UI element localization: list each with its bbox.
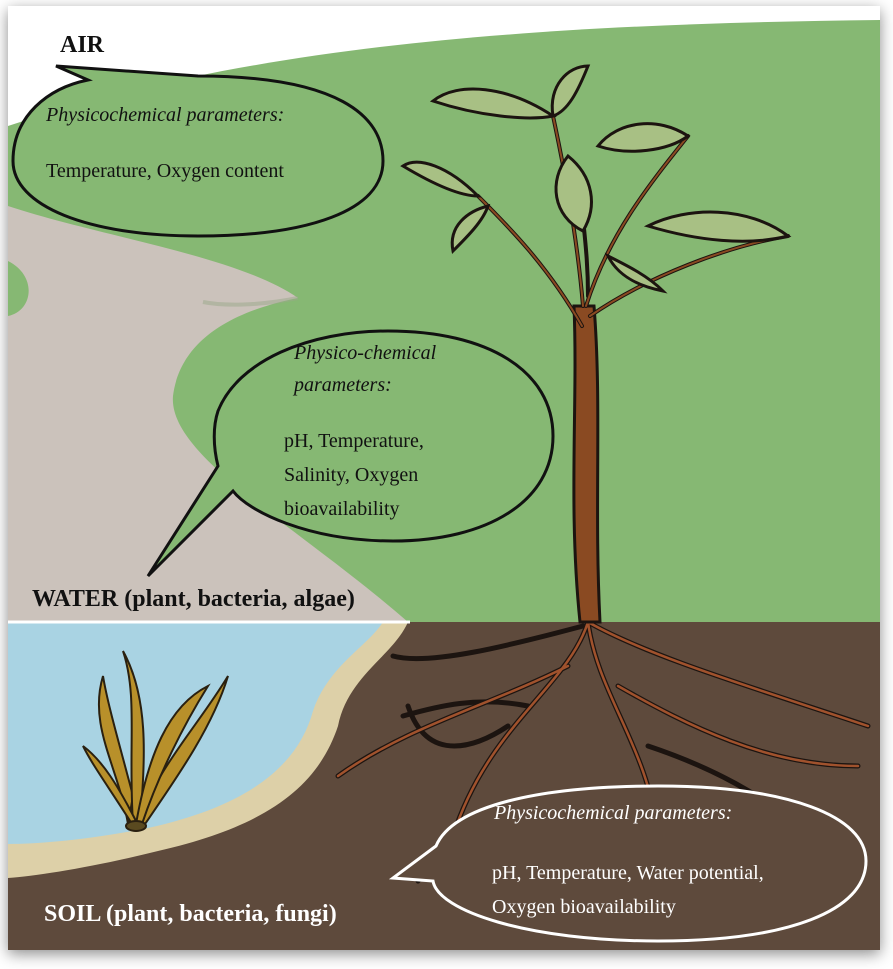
diagram-card: AIR Physicochemical parameters: Temperat… xyxy=(8,6,880,950)
water-params-title-line2: parameters: xyxy=(294,374,392,397)
water-label: WATER (plant, bacteria, algae) xyxy=(32,586,355,613)
soil-params-title: Physicochemical parameters: xyxy=(494,802,732,825)
air-label: AIR xyxy=(60,32,104,59)
water-params-line2: Salinity, Oxygen xyxy=(284,464,418,487)
plant-stem xyxy=(574,306,600,622)
soil-params-line2: Oxygen bioavailability xyxy=(492,896,676,919)
water-params-line1: pH, Temperature, xyxy=(284,430,424,453)
air-params-title: Physicochemical parameters: xyxy=(46,104,284,127)
ecosystem-scene xyxy=(8,6,880,950)
soil-label: SOIL (plant, bacteria, fungi) xyxy=(44,901,337,928)
soil-params-line1: pH, Temperature, Water potential, xyxy=(492,862,764,885)
air-params-text: Temperature, Oxygen content xyxy=(46,160,284,183)
water-params-title-line1: Physico-chemical xyxy=(294,342,436,365)
water-params-line3: bioavailability xyxy=(284,498,400,521)
